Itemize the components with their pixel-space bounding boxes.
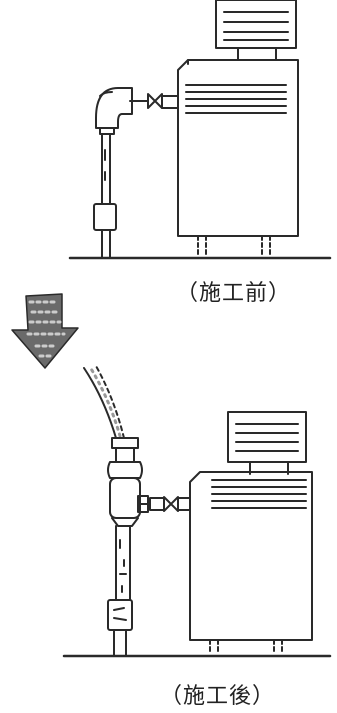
water-heater-after [189, 471, 313, 655]
before-illustration [68, 0, 332, 260]
vent-hood-before [215, 0, 297, 61]
tee-fitting-after [107, 437, 149, 527]
water-heater-before [177, 59, 299, 257]
elbow-fitting-before [95, 87, 133, 129]
pipe-after [107, 525, 133, 657]
caption-before: （施工前） [176, 281, 292, 306]
valve-before [129, 93, 179, 109]
down-arrow-icon [11, 293, 79, 369]
pipe-before [93, 127, 117, 259]
flex-hose-after [83, 365, 125, 439]
after-illustration [62, 365, 332, 658]
vent-hood-after [227, 411, 307, 475]
valve-after [137, 496, 191, 512]
caption-after: （施工後） [160, 684, 276, 709]
